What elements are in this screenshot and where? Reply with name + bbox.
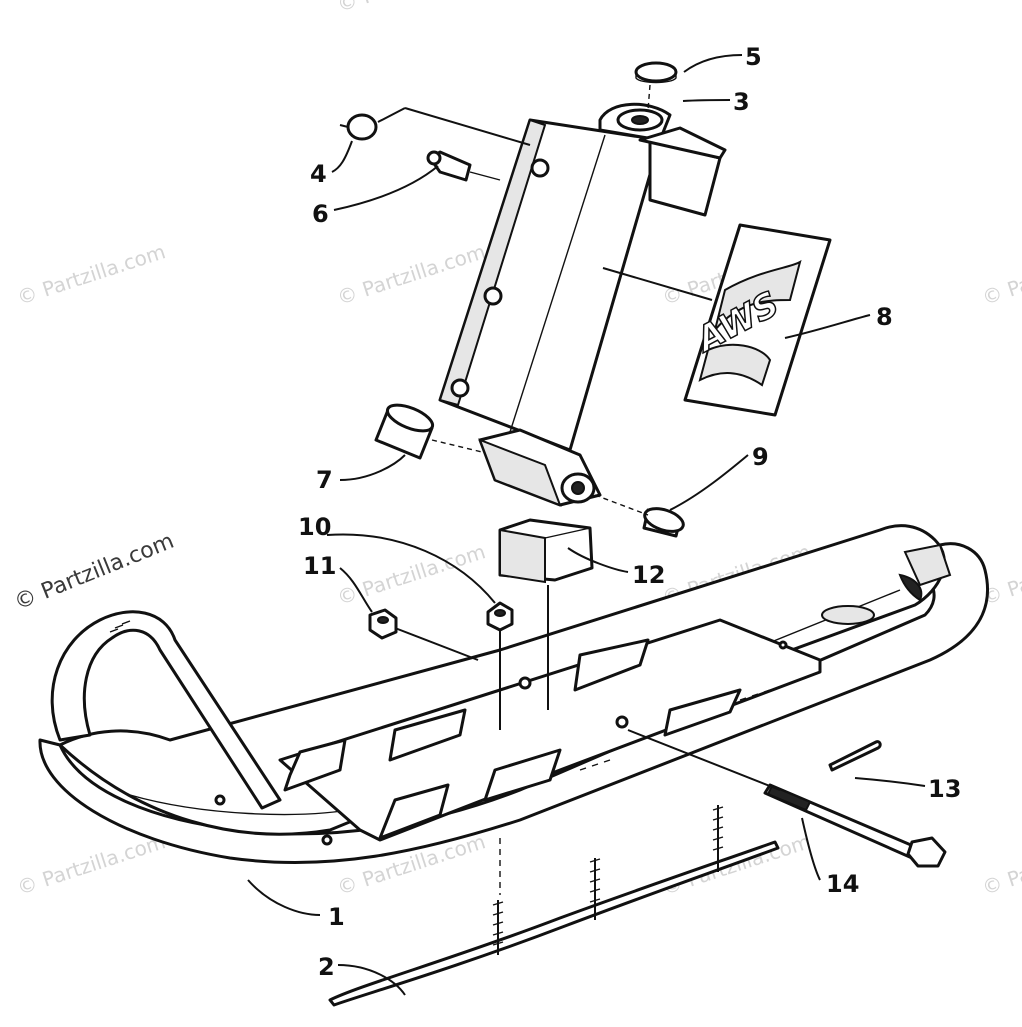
part-grease-cap [339,113,378,141]
part-grease-fitting [426,150,472,182]
callout-11: 11 [303,552,336,580]
part-bolt [763,783,947,868]
callouts: 1 2 3 4 5 6 7 8 9 10 11 12 13 14 [298,43,961,981]
callout-9: 9 [752,443,769,471]
watermark: © Partzilla.com [14,829,168,900]
callout-12: 12 [632,561,665,589]
callout-13: 13 [928,775,961,803]
callout-2: 2 [318,953,335,981]
part-spindle-housing [438,102,727,507]
main-watermark: © Partzilla.com [11,529,178,616]
watermark: © Partzilla.com [14,239,168,310]
callout-10: 10 [298,513,331,541]
part-bumper-block [498,518,594,584]
watermark: © Partzilla.com [979,829,1022,900]
callout-1: 1 [328,903,345,931]
part-ski [38,524,990,865]
part-decal: AWS [683,223,832,417]
watermark: © Partzilla.com [979,239,1022,310]
callout-6: 6 [312,200,329,228]
part-nut-10 [486,601,514,632]
callout-4: 4 [310,160,327,188]
callout-7: 7 [316,466,333,494]
part-bushing-7 [374,403,435,460]
leader-lines [247,54,926,996]
callout-8: 8 [876,303,893,331]
watermark: © Partzilla.com [334,239,488,310]
callout-14: 14 [826,870,859,898]
part-bushing-9 [642,507,685,538]
callout-5: 5 [745,43,762,71]
part-cap [634,61,678,84]
watermark: © Partzilla.com [334,0,488,17]
part-nut-11 [368,608,398,640]
part-cotter-pin [828,740,882,772]
part-wear-bar [328,805,780,1007]
callout-3: 3 [733,88,750,116]
